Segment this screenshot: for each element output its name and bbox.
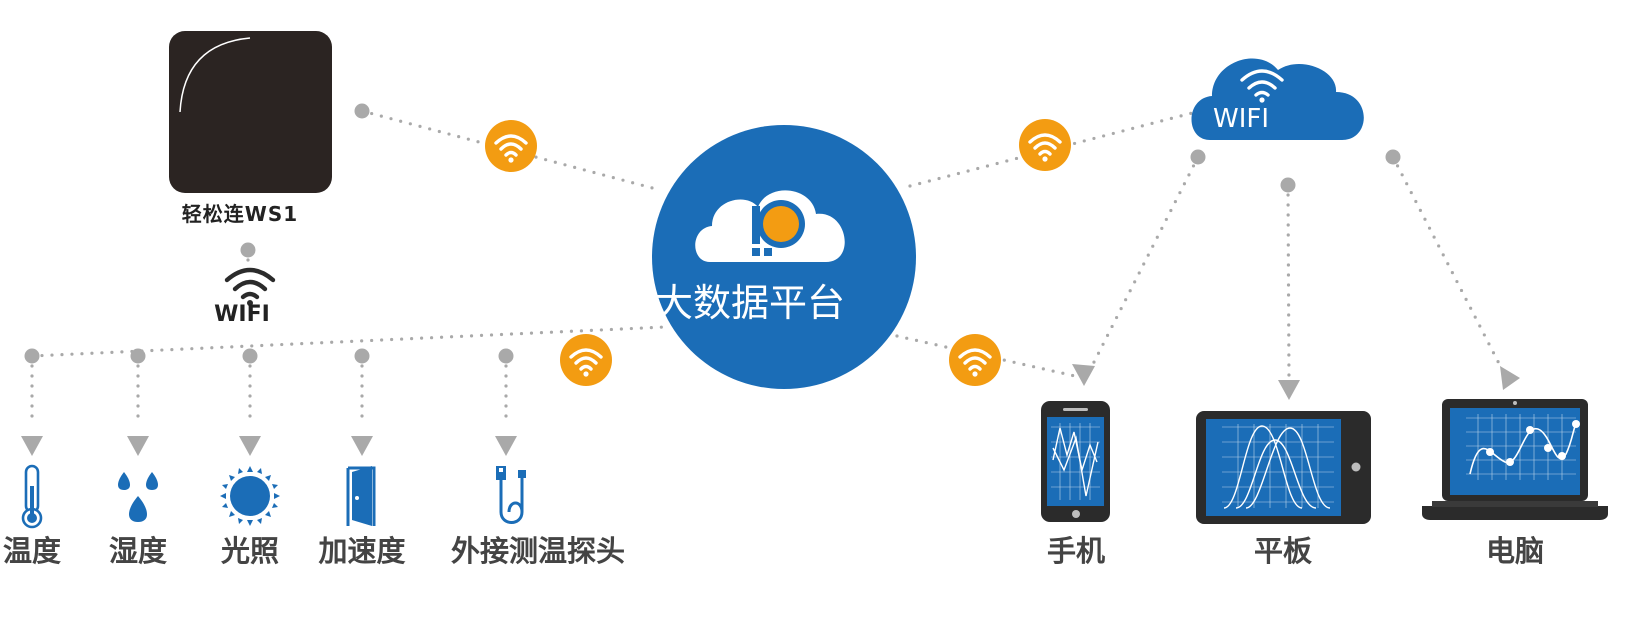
- big-data-platform: [652, 125, 916, 389]
- sensor-label-temperature: 温度: [2, 534, 62, 568]
- sun-icon: [220, 466, 280, 526]
- wifi-badge-icon: [947, 332, 1003, 388]
- ws1-device-icon: [169, 31, 332, 193]
- sensor-label-acceleration: 加速度: [318, 534, 406, 568]
- door-icon: [346, 466, 376, 526]
- sensor-label-humidity: 湿度: [108, 534, 168, 568]
- connection-lines: [30, 109, 1510, 427]
- cloud-logo-icon: [695, 190, 845, 262]
- laptop-icon: [1422, 399, 1608, 520]
- device-name: 轻松连WS1: [181, 202, 299, 226]
- wifi-signal-icon: [224, 267, 276, 306]
- device-wifi-label: WIFI: [214, 302, 270, 327]
- wifi-cloud: [1191, 58, 1364, 141]
- phone-icon: [1041, 401, 1110, 522]
- client-label-tablet: 平板: [1253, 534, 1313, 568]
- water-drops-icon: [118, 472, 158, 522]
- thermometer-icon: [21, 464, 43, 529]
- wifi-badge-icon: [558, 332, 614, 388]
- sensor-label-probe: 外接测温探头: [450, 534, 626, 568]
- client-label-phone: 手机: [1046, 534, 1106, 568]
- down-arrows: [21, 364, 1520, 456]
- wifi-badge-icon: [483, 118, 539, 174]
- connection-dots: [24, 103, 1401, 364]
- client-label-computer: 电脑: [1485, 534, 1545, 568]
- usb-probe-icon: [496, 466, 526, 524]
- cloud-wifi-label: WIFI: [1213, 104, 1269, 134]
- platform-label: 大数据平台: [654, 281, 846, 325]
- wifi-badge-icon: [1017, 117, 1073, 173]
- sensor-label-light: 光照: [220, 534, 280, 568]
- wifi-signal-icon: [1240, 69, 1284, 103]
- tablet-icon: [1196, 411, 1371, 524]
